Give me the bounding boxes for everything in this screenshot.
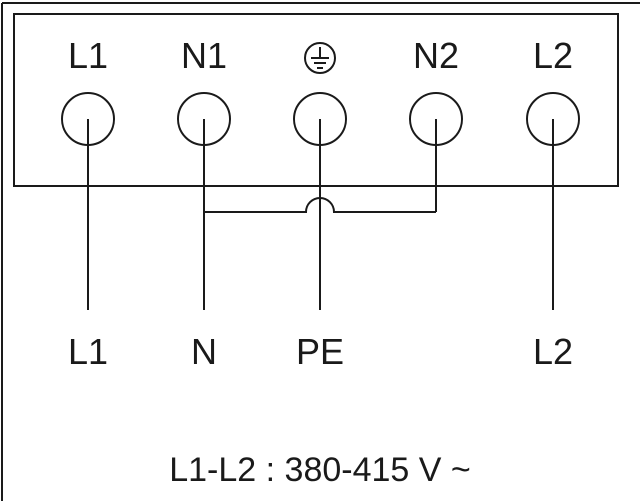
terminal-label-L1: L1 — [67, 35, 109, 76]
terminal-label-L2: L2 — [532, 35, 574, 76]
output-label-PE: PE — [295, 331, 345, 372]
terminal-label-N1: N1 — [180, 35, 228, 76]
output-label-L2: L2 — [532, 331, 574, 372]
output-label-L1: L1 — [67, 331, 109, 372]
terminal-block — [13, 13, 619, 187]
ground-icon — [304, 42, 336, 74]
output-label-N: N — [191, 331, 217, 372]
terminal-label-N2: N2 — [412, 35, 460, 76]
voltage-label: L1-L2 : 380-415 V ~ — [169, 451, 471, 489]
